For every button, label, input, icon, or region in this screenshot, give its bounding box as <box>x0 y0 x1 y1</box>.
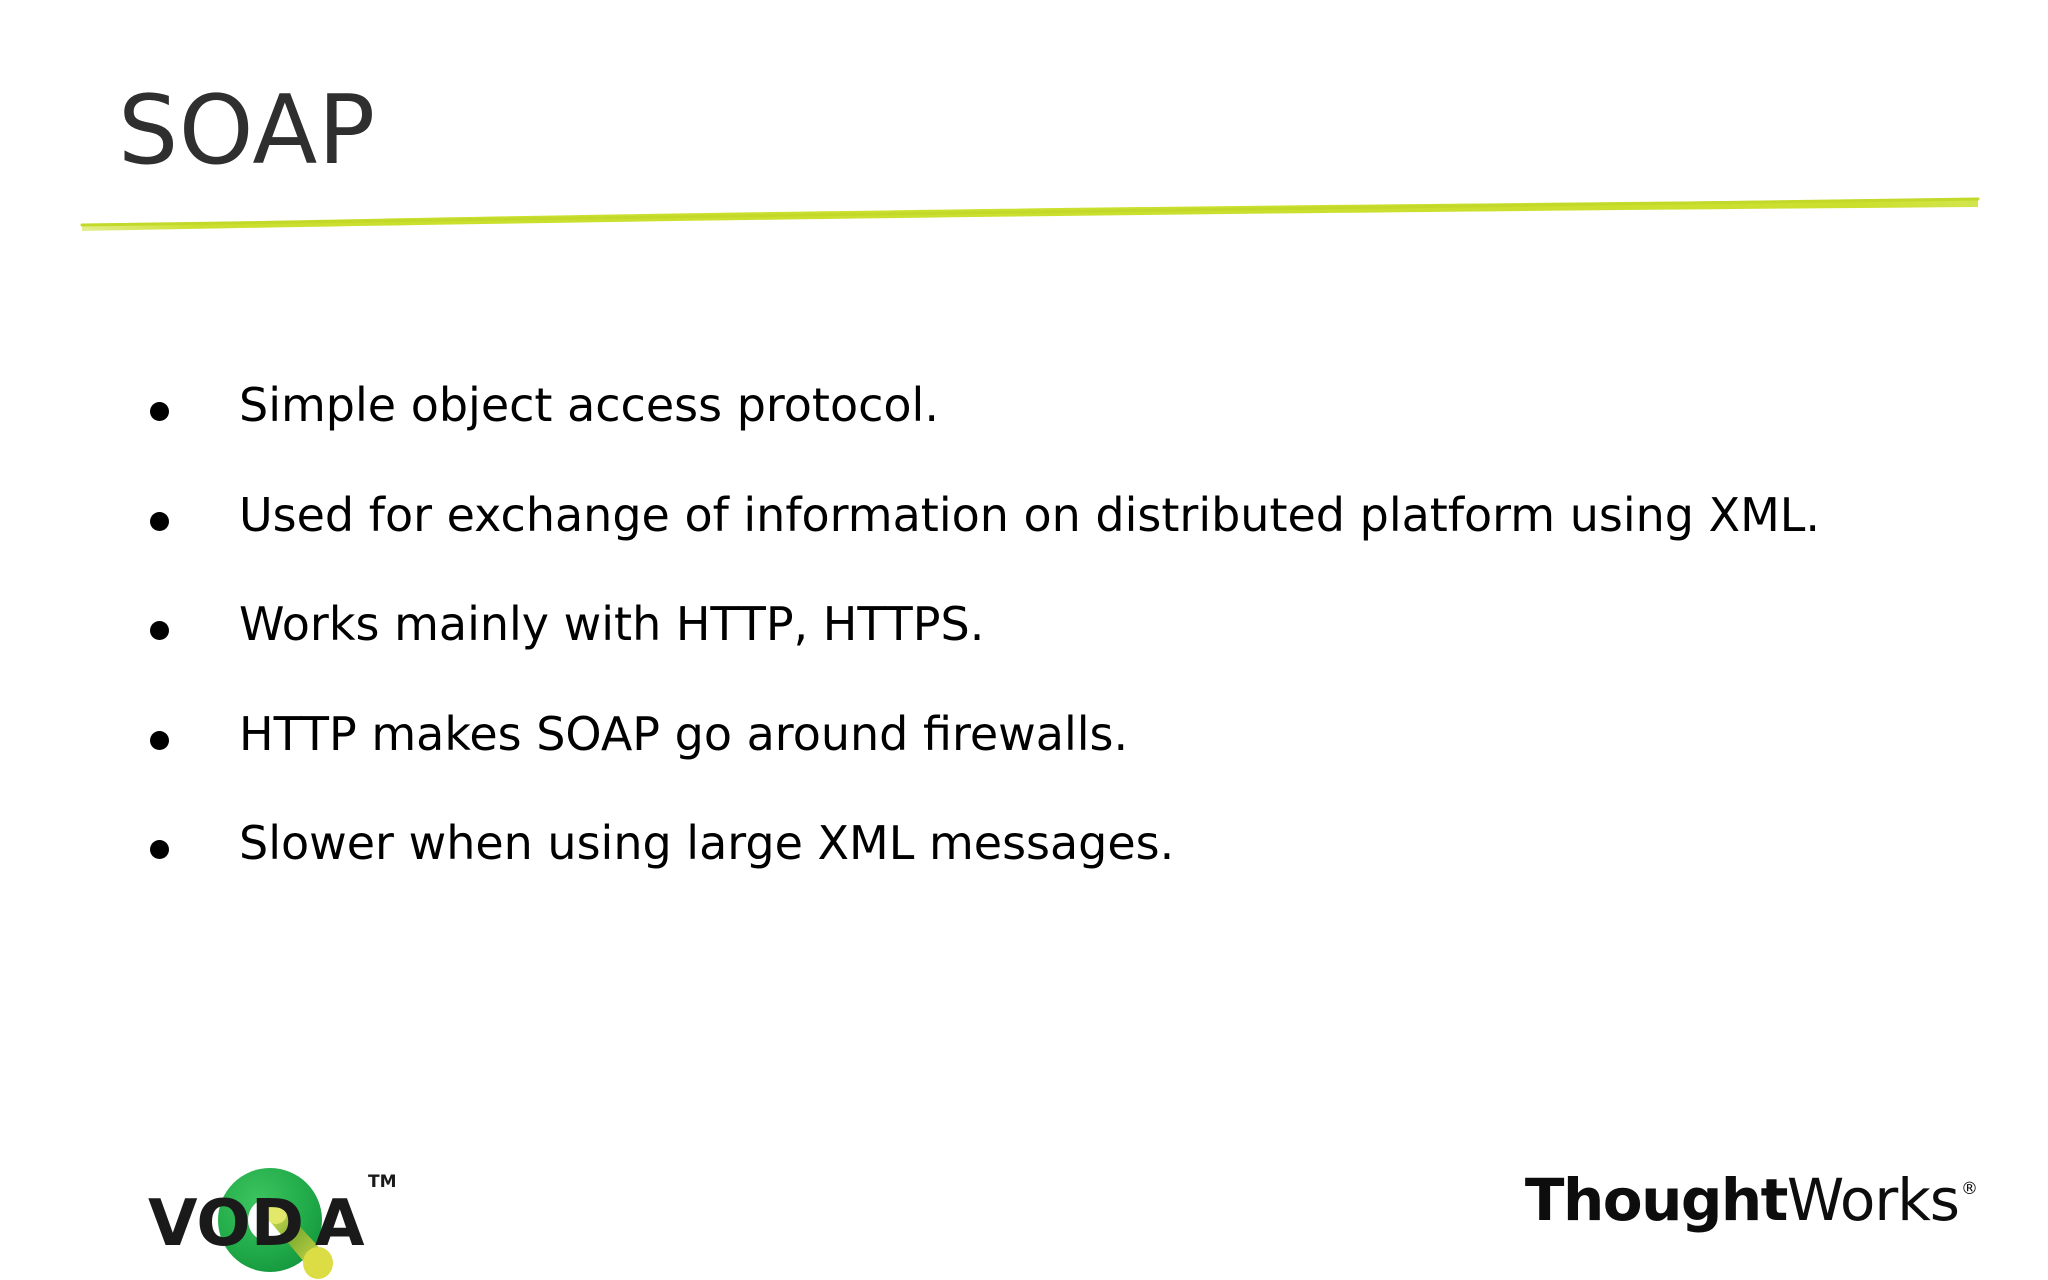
vodqa-wordmark-left: VOD <box>148 1187 304 1261</box>
list-item: Works mainly with HTTP, HTTPS. <box>150 599 1940 651</box>
page-title: SOAP <box>118 76 376 186</box>
vodqa-handle-cap <box>303 1247 333 1279</box>
list-item: Slower when using large XML messages. <box>150 818 1940 870</box>
bullet-dot-icon <box>150 840 169 860</box>
vodqa-handle-joint <box>265 1202 287 1224</box>
bullet-dot-icon <box>150 730 169 750</box>
list-item-text: Used for exchange of information on dist… <box>239 487 1821 542</box>
vodqa-logo-mark: VOD A TM <box>148 1168 397 1279</box>
thoughtworks-logo: Thought Works ® <box>1525 1166 1978 1234</box>
vodqa-trademark-symbol: TM <box>368 1172 397 1192</box>
vodqa-wordmark-right: A <box>315 1187 365 1261</box>
list-item-text: Slower when using large XML messages. <box>239 816 1175 871</box>
list-item: HTTP makes SOAP go around firewalls. <box>150 706 1940 761</box>
thoughtworks-logo-bold: Thought <box>1524 1166 1789 1234</box>
list-item-text: Works mainly with HTTP, HTTPS. <box>239 597 985 652</box>
title-accent-rule <box>80 185 1980 231</box>
bullet-dot-icon <box>150 402 169 421</box>
thoughtworks-logo-light: Works <box>1786 1166 1960 1234</box>
accent-rule-shape <box>80 197 1980 231</box>
vodqa-logo: VOD A TM <box>130 1145 430 1280</box>
list-item-text: Simple object access protocol. <box>239 378 939 432</box>
list-item: Used for exchange of information on dist… <box>150 487 1940 542</box>
bullet-dot-icon <box>150 511 169 531</box>
registered-trademark-icon: ® <box>1961 1179 1978 1199</box>
bullet-dot-icon <box>150 621 169 641</box>
bullet-list: Simple object access protocol. Used for … <box>150 378 1940 870</box>
list-item: Simple object access protocol. <box>150 378 1940 432</box>
list-item-text: HTTP makes SOAP go around firewalls. <box>239 706 1129 761</box>
